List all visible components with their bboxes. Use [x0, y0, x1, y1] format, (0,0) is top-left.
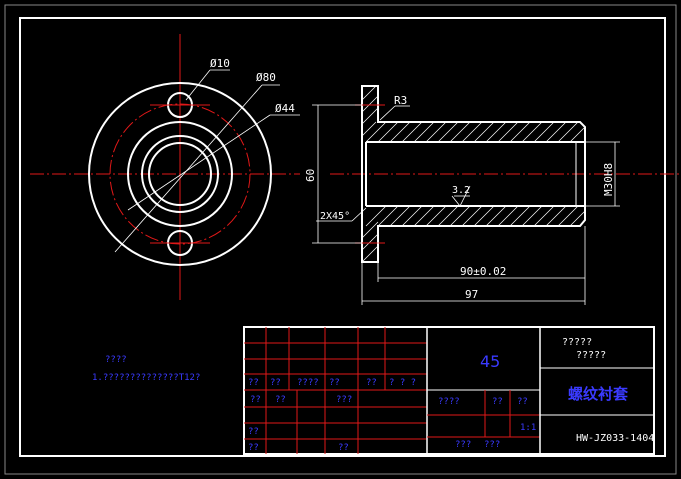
- bore-outer-circle: [141, 135, 219, 213]
- tb-part-name: 螺纹衬套: [568, 385, 629, 403]
- title-block: ?? ?? ???? ?? ? ? ? ?? ?? ?? ??? ?? ?? ?…: [243, 326, 655, 455]
- dim-length-tol: 90±0.02: [460, 265, 506, 278]
- technical-notes: ???? 1.??????????????T12?: [92, 355, 200, 383]
- leader-chamfer: [351, 207, 367, 222]
- tb-scale: 1:1: [520, 423, 536, 433]
- tb-top-right-2: ?????: [576, 350, 606, 361]
- tb-row2-c1: ??: [250, 395, 261, 405]
- sheet-inner-frame: [19, 17, 666, 457]
- section-outline: [361, 85, 586, 263]
- hatch-upper: [361, 85, 586, 143]
- notes-body: 1.??????????????T12?: [92, 373, 200, 383]
- tb-row1-c5: ? ? ?: [389, 378, 416, 388]
- tb-bottom-label-1: ???: [455, 440, 471, 450]
- dim-flange-dia: Ø80: [256, 71, 276, 84]
- tb-row4-c3: ??: [338, 443, 349, 453]
- tb-bottom-label-2: ???: [484, 440, 500, 450]
- dim-roughness: 3.2: [452, 185, 470, 196]
- tb-row2-c2: ??: [275, 395, 286, 405]
- dim-pcd-dia: Ø44: [275, 102, 295, 115]
- dim-height: 60: [304, 169, 317, 182]
- sheet-outer-border: [4, 4, 677, 475]
- title-block-grid: [244, 327, 654, 454]
- tb-row1-c1: ??: [248, 378, 259, 388]
- tb-row1-c4: ??: [329, 378, 340, 388]
- tb-row1-c2: ??: [270, 378, 281, 388]
- section-view: 60 R3 M30H8 2X45° 3.2 90±0.02 97: [304, 85, 681, 305]
- leader-r3: [379, 105, 396, 121]
- bore-inner-circle: [148, 142, 212, 206]
- dim-thread: M30H8: [602, 163, 615, 196]
- flange-outer-circle: [88, 82, 272, 266]
- leader-hole: [185, 69, 211, 101]
- tb-row4-c1: ??: [248, 443, 259, 453]
- tb-drawing-no: HW-JZ033-1404: [576, 433, 654, 444]
- front-view: Ø10 Ø80 Ø44: [30, 34, 300, 300]
- leader-pcd: [127, 114, 271, 211]
- leader-flange: [114, 84, 263, 253]
- tb-row3-c1: ??: [248, 427, 259, 437]
- tb-row2-c3: ???: [336, 395, 352, 405]
- dim-hole-dia: Ø10: [210, 57, 230, 70]
- tb-material: 45: [480, 352, 500, 371]
- tb-mid-label-2: ??: [492, 397, 503, 407]
- tb-top-right-1: ?????: [562, 337, 592, 348]
- dim-radius: R3: [394, 94, 407, 107]
- tb-mid-label-3: ??: [517, 397, 528, 407]
- roughness-symbol: [451, 185, 471, 207]
- tb-row1-c3: ????: [297, 378, 319, 388]
- tb-mid-label-1: ????: [438, 397, 460, 407]
- pitch-circle: [109, 103, 251, 245]
- body-circle: [127, 121, 233, 227]
- dim-chamfer: 2X45°: [320, 211, 350, 222]
- hatch-lower: [361, 205, 586, 263]
- dim-total-length: 97: [465, 288, 478, 301]
- notes-title: ????: [105, 355, 127, 365]
- tb-row1-c6: ??: [366, 378, 377, 388]
